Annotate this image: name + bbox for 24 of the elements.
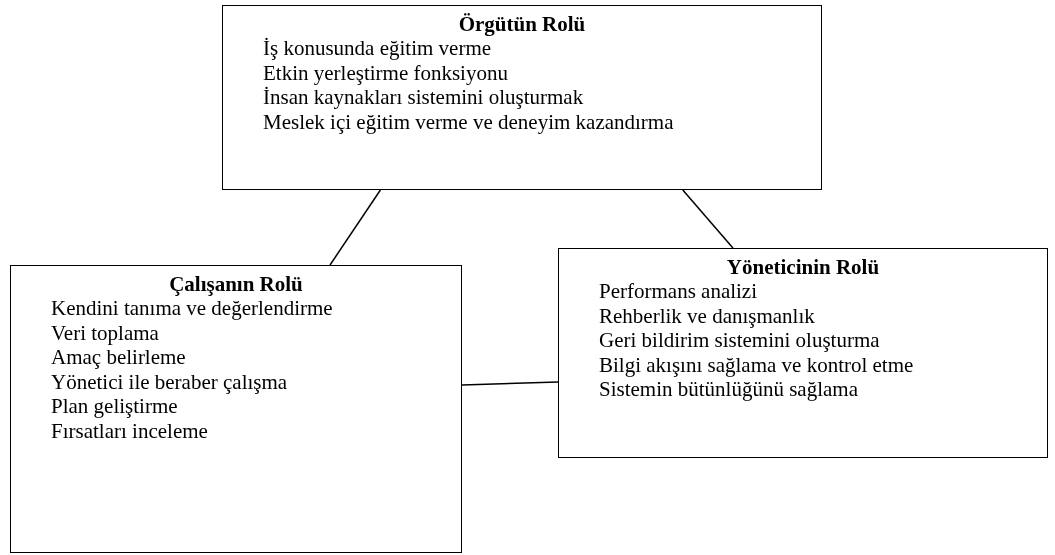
role-box xyxy=(222,5,822,190)
list-item: Yönetici ile beraber çalışma xyxy=(50,369,289,394)
list-item: Kendini tanıma ve değerlendirme xyxy=(50,296,334,321)
list-item: Rehberlik ve danışmanlık xyxy=(598,303,816,328)
connector-line xyxy=(461,381,559,386)
list-item: Plan geliştirme xyxy=(50,394,179,419)
list-item: Bilgi akışını sağlama ve kontrol etme xyxy=(598,352,915,377)
box-heading: Çalışanın Rolü xyxy=(168,272,304,296)
role-box xyxy=(10,265,462,553)
list-item: Etkin yerleştirme fonksiyonu xyxy=(262,60,509,85)
list-item: Veri toplama xyxy=(50,320,160,345)
list-item: Fırsatları inceleme xyxy=(50,418,209,443)
list-item: İş konusunda eğitim verme xyxy=(262,36,493,61)
list-item: Performans analizi xyxy=(598,279,759,304)
list-item: İnsan kaynakları sistemini oluşturmak xyxy=(262,85,585,110)
list-item: Sistemin bütünlüğünü sağlama xyxy=(598,377,859,402)
connector-line xyxy=(329,189,382,266)
box-heading: Örgütün Rolü xyxy=(457,12,587,36)
box-heading: Yöneticinin Rolü xyxy=(725,255,881,279)
role-box xyxy=(558,248,1048,458)
list-item: Amaç belirleme xyxy=(50,345,187,370)
connector-line xyxy=(682,189,734,249)
list-item: Meslek içi eğitim verme ve deneyim kazandırma xyxy=(262,109,675,134)
list-item: Geri bildirim sistemini oluşturma xyxy=(598,328,881,353)
